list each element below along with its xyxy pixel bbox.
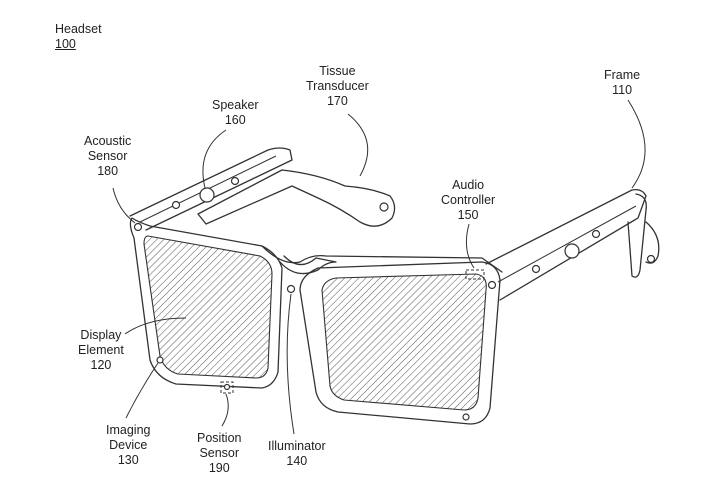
position-sensor-dot xyxy=(223,383,231,391)
acoustic-sensor-dot xyxy=(133,222,143,232)
display-element-left-lens xyxy=(143,235,273,379)
label-illuminator-name: Illuminator xyxy=(268,439,326,453)
label-audio-controller-line2: Controller xyxy=(441,193,496,207)
label-imaging-device-number: 130 xyxy=(117,453,139,467)
label-speaker-name: Speaker xyxy=(212,98,259,112)
leader-position-sensor xyxy=(221,393,229,427)
label-display-element-number: 120 xyxy=(90,358,112,372)
temple-circle xyxy=(564,243,580,259)
imaging-device-dot xyxy=(156,356,164,364)
transducer-dot xyxy=(379,202,389,212)
label-illuminator: Illuminator 140 xyxy=(268,439,326,469)
right-temple-arm xyxy=(485,188,647,301)
label-speaker: Speaker 160 xyxy=(212,98,259,128)
label-display-element-line2: Element xyxy=(78,343,124,357)
frame-top-bar xyxy=(129,147,293,231)
lower-right-dot xyxy=(462,413,470,421)
temple-dot-1 xyxy=(487,280,497,290)
title-headset: Headset 100 xyxy=(55,22,102,52)
label-audio-controller: Audio Controller 150 xyxy=(441,178,495,223)
label-tissue-transducer-line2: Transducer xyxy=(306,79,369,93)
ear-pad-dot xyxy=(646,254,656,264)
left-lens-rim xyxy=(129,217,283,389)
leader-display-element xyxy=(124,317,187,335)
label-imaging-device-line1: Imaging xyxy=(106,423,151,437)
label-speaker-number: 160 xyxy=(224,113,246,127)
top-bar-dot-2 xyxy=(230,176,240,186)
leader-imaging-device xyxy=(125,362,159,419)
label-frame: Frame 110 xyxy=(604,68,640,98)
label-position-sensor-line1: Position xyxy=(197,431,242,445)
temple-dot-2 xyxy=(531,264,541,274)
label-imaging-device: Imaging Device 130 xyxy=(106,423,150,468)
frame-front-top xyxy=(261,245,503,273)
leader-audio-controller xyxy=(465,223,475,269)
audio-controller-box xyxy=(465,269,485,280)
temple-dot-3 xyxy=(591,229,601,239)
label-tissue-transducer: Tissue Transducer 170 xyxy=(306,64,369,109)
label-acoustic-sensor: Acoustic Sensor 180 xyxy=(84,134,131,179)
label-position-sensor-number: 190 xyxy=(208,461,230,475)
label-audio-controller-line1: Audio xyxy=(452,178,485,192)
label-imaging-device-line2: Device xyxy=(109,438,148,452)
label-frame-number: 110 xyxy=(612,83,633,97)
right-temple-inner-line xyxy=(497,205,637,283)
title-headset-name: Headset xyxy=(55,22,102,36)
label-tissue-transducer-number: 170 xyxy=(326,94,348,108)
bridge xyxy=(279,255,337,275)
label-acoustic-sensor-line1: Acoustic xyxy=(84,134,132,148)
position-sensor-box xyxy=(220,381,234,394)
right-lens-rim xyxy=(299,261,501,425)
ear-pad xyxy=(645,221,660,264)
label-acoustic-sensor-number: 180 xyxy=(97,164,119,178)
label-position-sensor: Position Sensor 190 xyxy=(197,431,241,476)
far-temple-arm xyxy=(197,169,396,227)
leader-frame xyxy=(627,99,646,189)
ear-hook xyxy=(627,193,647,278)
label-display-element-line1: Display xyxy=(80,328,122,342)
label-position-sensor-line2: Sensor xyxy=(199,446,240,460)
label-acoustic-sensor-line2: Sensor xyxy=(87,149,128,163)
label-frame-name: Frame xyxy=(604,68,641,82)
speaker-icon xyxy=(199,187,215,203)
title-headset-number: 100 xyxy=(55,37,76,51)
top-bar-dot-1 xyxy=(171,200,181,210)
leader-tissue-transducer xyxy=(347,113,369,177)
label-illuminator-number: 140 xyxy=(286,454,308,468)
label-audio-controller-number: 150 xyxy=(457,208,479,222)
leader-illuminator xyxy=(286,293,295,435)
illuminator-dot xyxy=(286,284,296,294)
label-tissue-transducer-line1: Tissue xyxy=(319,64,356,78)
label-display-element: Display Element 120 xyxy=(78,328,124,373)
leader-acoustic-sensor xyxy=(112,187,136,224)
leader-speaker xyxy=(202,129,227,189)
display-element-right-lens xyxy=(321,273,487,411)
